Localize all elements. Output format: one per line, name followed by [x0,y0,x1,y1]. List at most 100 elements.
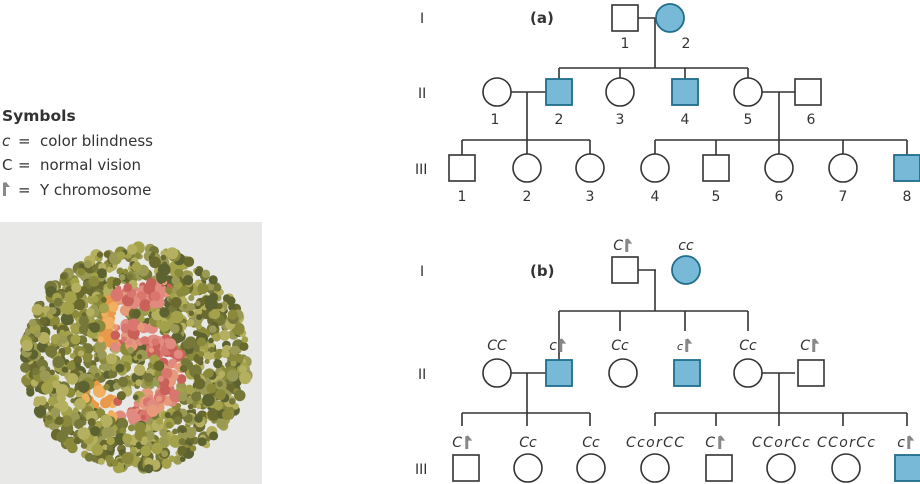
plate-dot [229,345,240,356]
plate-dot [93,384,107,398]
plate-dot [103,250,111,258]
plate-dot [31,303,44,316]
affected-female-I-2 [655,3,685,33]
plate-dot [221,409,233,421]
plate-dot [173,349,183,359]
plate-dot [75,362,81,368]
plate-dot [179,456,186,463]
plate-dot [208,337,214,344]
plate-dot [186,318,195,327]
plate-dot [77,380,90,393]
plate-dot [239,341,249,352]
female-II-1 [482,77,512,107]
plate-dot [137,354,143,360]
plate-dot [83,260,93,269]
svg-text:Cc: Cc [519,435,537,451]
plate-dot [132,394,139,401]
plate-dot [101,426,115,439]
plate-dot [134,421,146,433]
plate-dot [221,349,230,359]
plate-dot [144,464,154,474]
plate-dot [126,408,138,420]
plate-dot [107,283,113,290]
plate-dot [21,339,33,352]
plate-dot [144,457,154,467]
female-III-6 [764,153,794,183]
plate-dot [204,358,210,365]
plate-dot [33,399,41,408]
plate-dot [70,334,81,345]
svg-text:CCorCc: CCorCc [752,435,810,451]
plate-dot [230,360,237,367]
svg-text:1: 1 [458,189,467,205]
svg-text:2: 2 [523,189,532,205]
plate-dot [53,297,63,307]
plate-dot [97,336,104,343]
plate-dot [20,362,31,373]
plate-dot [226,296,236,306]
plate-dot [156,272,168,284]
plate-dot [153,360,165,372]
plate-dot [241,336,249,343]
plate-dot [73,355,83,365]
plate-dot [122,268,129,275]
female-III-7 [831,453,861,483]
female-II-5 [733,77,763,107]
plate-dot [197,282,209,295]
plate-dot [175,269,184,278]
plate-dot [137,323,145,332]
svg-text:1: 1 [621,36,630,52]
plate-dot [143,282,156,295]
svg-text:5: 5 [712,189,721,205]
plate-dot [59,329,65,335]
generation-labels-b: I II III [415,264,427,478]
y-chromosome-icon [685,338,693,352]
plate-dot [192,330,199,337]
plate-dot [149,256,161,269]
plate-dot [112,277,122,287]
plate-dot [121,452,134,465]
plate-dot [140,336,150,345]
plate-dot [179,365,188,373]
ishihara-plate-image [0,222,262,484]
plate-dot [67,388,75,396]
plate-dot [201,269,211,278]
plate-dot [170,296,182,308]
plate-dot [77,268,85,276]
plate-dot [115,363,125,373]
plate-dot [49,369,55,376]
plate-dot [108,302,119,313]
plate-dot [206,383,217,394]
plate-dot [177,445,187,455]
plate-dot [133,364,146,376]
plate-dot [173,363,181,370]
plate-dot [73,298,86,311]
affected-male-II-4 [671,78,699,106]
plate-dot [55,383,69,397]
plate-dot [66,373,79,385]
y-chromosome-icon [812,338,820,352]
plate-dot [96,268,107,279]
y-chromosome-icon [718,435,726,449]
plate-dot [116,251,126,260]
plate-dot [110,330,121,341]
legend-item-c: c=color blindness [2,131,153,150]
plate-dot [228,398,236,405]
plate-dot [45,345,58,358]
plate-dot [91,266,98,272]
plate-dot [70,398,76,404]
plate-dot [168,455,176,463]
male-III-1 [452,454,480,482]
svg-text:Cc: Cc [611,338,629,354]
svg-text:4: 4 [681,112,690,128]
plate-dot [59,335,68,344]
plate-dot [239,371,252,385]
plate-dot [215,389,226,401]
plate-dot [176,288,185,297]
plate-dot [74,398,87,410]
plate-dot [126,273,134,280]
plate-dot [73,419,84,430]
plate-dot [161,458,172,469]
plate-dot [34,386,41,393]
